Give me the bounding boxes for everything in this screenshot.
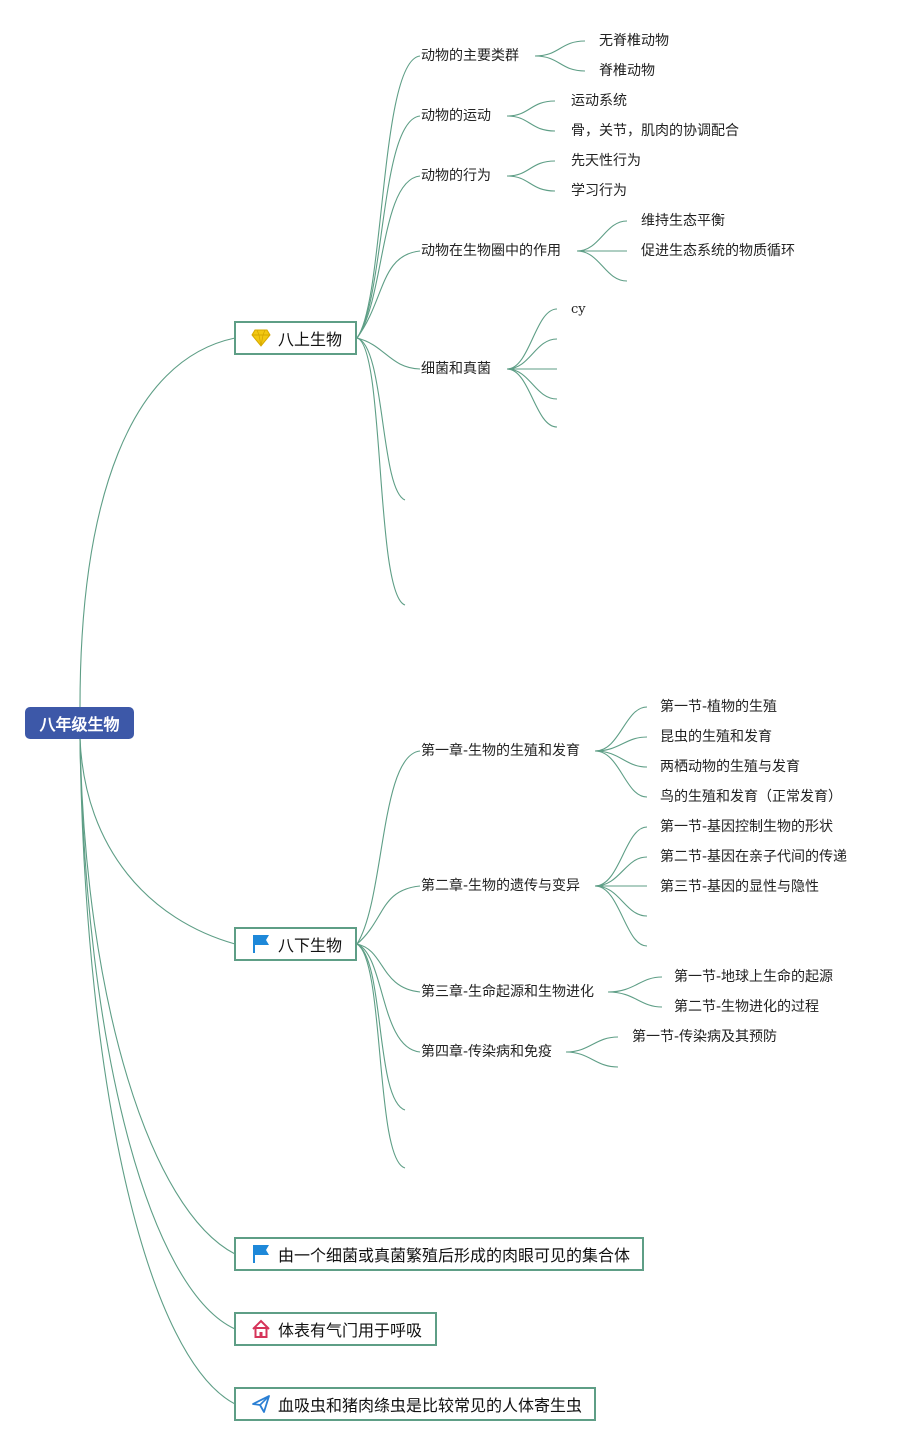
item-ecological-balance[interactable]: 维持生态平衡 xyxy=(641,213,725,229)
branch-label: 八上生物 xyxy=(278,330,343,349)
item-insect-reproduction[interactable]: 昆虫的生殖和发育 xyxy=(660,729,772,745)
item-infectious-disease[interactable]: 第一节-传染病及其预防 xyxy=(632,1029,778,1045)
flag-icon xyxy=(250,1243,272,1265)
branch-node-spiracle[interactable]: 体表有气门用于呼吸 xyxy=(234,1312,437,1346)
root-label: 八年级生物 xyxy=(39,715,120,734)
item-gene-transmission[interactable]: 第二节-基因在亲子代间的传递 xyxy=(660,849,848,865)
branch-label: 血吸虫和猪肉绦虫是比较常见的人体寄生虫 xyxy=(278,1396,583,1415)
topic-chapter1[interactable]: 第一章-生物的生殖和发育 xyxy=(421,743,581,759)
item-evolution-process[interactable]: 第二节-生物进化的过程 xyxy=(674,999,820,1015)
item-bone-joint-muscle[interactable]: 骨，关节，肌肉的协调配合 xyxy=(571,123,739,139)
item-bird-reproduction[interactable]: 鸟的生殖和发育（正常发育） xyxy=(660,789,842,805)
item-cy[interactable]: cy xyxy=(571,302,586,317)
topic-animal-role[interactable]: 动物在生物圈中的作用 xyxy=(421,243,561,259)
flag-icon xyxy=(250,933,272,955)
topic-animal-groups[interactable]: 动物的主要类群 xyxy=(421,48,519,64)
branch-node-grade8-first[interactable]: 八上生物 xyxy=(234,321,357,355)
diamond-icon xyxy=(250,327,272,349)
item-amphibian-reproduction[interactable]: 两栖动物的生殖与发育 xyxy=(660,759,800,775)
branch-node-parasites[interactable]: 血吸虫和猪肉绦虫是比较常见的人体寄生虫 xyxy=(234,1387,596,1421)
root-node[interactable]: 八年级生物 xyxy=(25,707,134,739)
branch-label: 体表有气门用于呼吸 xyxy=(278,1321,423,1340)
item-innate-behavior[interactable]: 先天性行为 xyxy=(571,153,641,169)
topic-animal-behavior[interactable]: 动物的行为 xyxy=(421,168,491,184)
item-motion-system[interactable]: 运动系统 xyxy=(571,93,627,109)
item-vertebrates[interactable]: 脊椎动物 xyxy=(599,63,655,79)
topic-bacteria-fungi[interactable]: 细菌和真菌 xyxy=(421,361,491,377)
topic-chapter3[interactable]: 第三章-生命起源和生物进化 xyxy=(421,984,595,1000)
item-invertebrates[interactable]: 无脊椎动物 xyxy=(599,33,669,49)
item-plant-reproduction[interactable]: 第一节-植物的生殖 xyxy=(660,699,778,715)
branch-label: 八下生物 xyxy=(278,936,343,955)
topic-chapter4[interactable]: 第四章-传染病和免疫 xyxy=(421,1044,553,1060)
topic-animal-movement[interactable]: 动物的运动 xyxy=(421,108,491,124)
item-learned-behavior[interactable]: 学习行为 xyxy=(571,183,627,199)
item-gene-trait[interactable]: 第一节-基因控制生物的形状 xyxy=(660,819,834,835)
home-icon xyxy=(250,1318,272,1340)
branch-label: 由一个细菌或真菌繁殖后形成的肉眼可见的集合体 xyxy=(278,1246,631,1265)
item-origin-of-life[interactable]: 第一节-地球上生命的起源 xyxy=(674,969,834,985)
topic-chapter2[interactable]: 第二章-生物的遗传与变异 xyxy=(421,878,581,894)
item-material-cycle[interactable]: 促进生态系统的物质循环 xyxy=(641,243,795,259)
item-gene-dominance[interactable]: 第三节-基因的显性与隐性 xyxy=(660,879,820,895)
branch-node-grade8-second[interactable]: 八下生物 xyxy=(234,927,357,961)
branch-node-colony[interactable]: 由一个细菌或真菌繁殖后形成的肉眼可见的集合体 xyxy=(234,1237,644,1271)
paper-plane-icon xyxy=(250,1393,272,1415)
